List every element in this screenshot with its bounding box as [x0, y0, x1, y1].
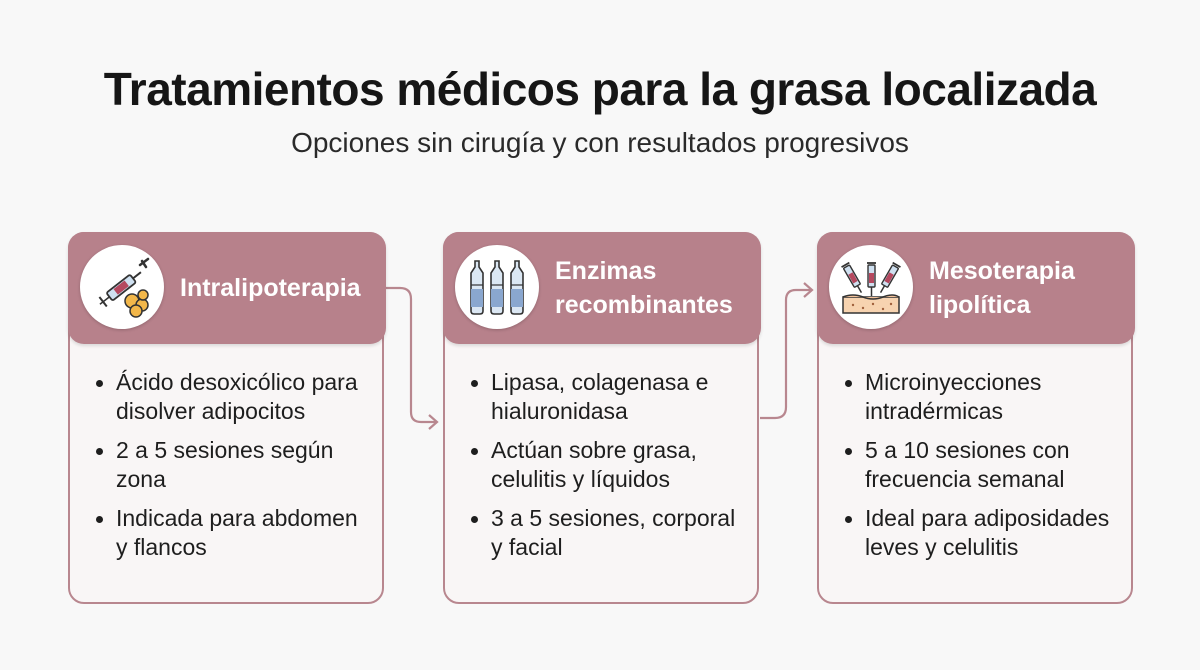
list-item: Ácido desoxicólico para disolver adipoci…	[94, 368, 368, 426]
card-bullet-list: Microinyecciones intradérmicas 5 a 10 se…	[843, 368, 1117, 572]
syringes-skin-icon	[829, 245, 913, 329]
list-item: 2 a 5 sesiones según zona	[94, 436, 368, 494]
connector-arrow-2	[760, 288, 811, 420]
vials-icon	[455, 245, 539, 329]
list-item: Ideal para adiposidades leves y celuliti…	[843, 504, 1117, 562]
list-item: Indicada para abdomen y flancos	[94, 504, 368, 562]
card-bullet-list: Lipasa, colagenasa e hialuronidasa Actúa…	[469, 368, 743, 572]
connector-arrow-1	[385, 286, 436, 424]
list-item: Microinyecciones intradérmicas	[843, 368, 1117, 426]
list-item: 5 a 10 sesiones con frecuencia semanal	[843, 436, 1117, 494]
list-item: Lipasa, colagenasa e hialuronidasa	[469, 368, 743, 426]
card-enzimas-recombinantes: Enzimas recombinantes Lipasa, colagenasa…	[443, 232, 761, 604]
list-item: 3 a 5 sesiones, corporal y facial	[469, 504, 743, 562]
syringe-fat-cells-icon	[80, 245, 164, 329]
page-title: Tratamientos médicos para la grasa local…	[103, 63, 1097, 115]
card-title: Enzimas recombinantes	[555, 257, 733, 319]
card-intralipoterapia: Intralipoterapia Ácido desoxicólico para…	[68, 232, 386, 604]
page-subtitle: Opciones sin cirugía y con resultados pr…	[291, 127, 909, 158]
card-title: Intralipoterapia	[180, 274, 361, 302]
card-bullet-list: Ácido desoxicólico para disolver adipoci…	[94, 368, 368, 572]
connector-arrowhead-2	[803, 282, 814, 298]
list-item: Actúan sobre grasa, celulitis y líquidos	[469, 436, 743, 494]
card-mesoterapia-lipolitica: Mesoterapia lipolítica Microinyecciones …	[817, 232, 1135, 604]
connector-arrowhead-1	[428, 414, 439, 430]
card-header: Intralipoterapia	[68, 232, 386, 344]
card-header: Enzimas recombinantes	[443, 232, 761, 344]
card-header: Mesoterapia lipolítica	[817, 232, 1135, 344]
card-title: Mesoterapia lipolítica	[929, 257, 1075, 319]
